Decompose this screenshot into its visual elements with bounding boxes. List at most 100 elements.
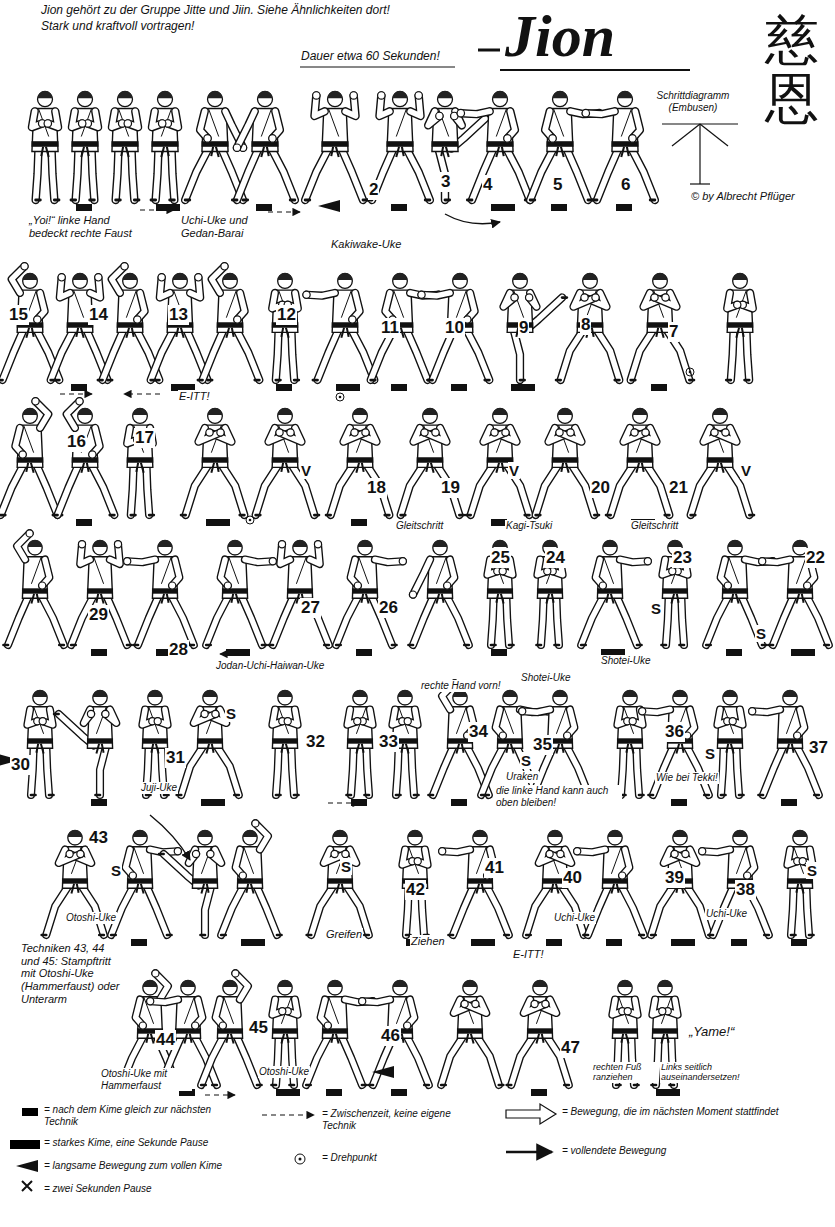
limb-fill <box>221 465 244 515</box>
hair <box>658 980 672 987</box>
head <box>408 831 422 845</box>
fist <box>44 120 51 127</box>
hair <box>133 408 148 415</box>
foot <box>520 379 525 382</box>
belt-tail <box>471 1034 474 1044</box>
limb-fill <box>461 111 490 114</box>
black-belt <box>202 457 229 463</box>
fist <box>629 718 636 725</box>
foot <box>507 1084 512 1087</box>
limb-fill <box>632 149 655 200</box>
belt-tail <box>626 1034 629 1044</box>
limb-outline <box>561 886 584 936</box>
foot <box>99 934 104 937</box>
belt-tail <box>661 328 664 338</box>
foot <box>709 934 714 937</box>
foot <box>71 644 76 647</box>
limb-fill <box>236 1036 257 1086</box>
head <box>328 981 342 995</box>
belt-tail <box>286 744 289 754</box>
dashed-arrow <box>262 1114 314 1115</box>
belt-tail <box>677 594 679 603</box>
belt-tail <box>511 744 514 754</box>
limb-fill <box>203 330 224 380</box>
foot <box>594 514 599 517</box>
head <box>493 92 508 107</box>
limb-fill <box>588 886 609 936</box>
fist <box>722 429 729 436</box>
hair <box>28 540 42 547</box>
timing-bar <box>651 384 667 391</box>
black-belt <box>31 141 58 147</box>
slow-triangle <box>16 1160 38 1172</box>
black-belt <box>487 588 513 593</box>
legend-text: = langsame Bewegung zum vollen Kime <box>44 1160 234 1172</box>
limb-outline <box>291 1036 294 1086</box>
karate-figure <box>691 408 754 515</box>
limb-fill <box>185 149 208 200</box>
belt-tail <box>627 147 629 156</box>
stance-letter: V <box>508 462 520 479</box>
black-belt <box>27 738 53 743</box>
belt-tail <box>87 463 89 472</box>
annotation: E-ITT! <box>178 390 211 403</box>
karate-figure <box>504 273 567 380</box>
black-belt <box>386 141 413 147</box>
karate-figure <box>726 273 753 380</box>
karate-figure <box>306 980 376 1085</box>
limb-outline <box>362 1000 390 1003</box>
limb-outline <box>366 465 389 515</box>
limb-outline <box>276 746 279 796</box>
hair <box>503 690 517 697</box>
hair <box>453 273 468 280</box>
black-belt <box>457 1028 483 1033</box>
limb-outline <box>471 465 494 515</box>
belt-tail <box>502 147 504 156</box>
belt-tail <box>402 147 404 156</box>
karate-figure <box>159 830 221 935</box>
head <box>328 92 343 107</box>
limb-outline <box>773 596 794 646</box>
limb-fill <box>171 596 194 646</box>
annotation: Stark und kraftvoll vortragen! <box>40 20 195 34</box>
timing-bar <box>781 799 797 806</box>
step-number: 5 <box>552 175 563 195</box>
limb-outline <box>530 149 553 200</box>
limb-fill <box>341 1036 362 1086</box>
fist <box>121 263 128 270</box>
head <box>293 541 307 555</box>
belt-tail <box>81 147 84 157</box>
hair <box>148 690 162 697</box>
belt-tail <box>77 884 79 893</box>
head <box>398 691 412 705</box>
black-belt <box>87 588 113 593</box>
belt-tail <box>347 328 349 337</box>
foot <box>680 644 685 647</box>
limb-outline <box>486 886 509 936</box>
timing-bar <box>656 1089 680 1096</box>
annotation: Wie bei Tekki! <box>655 772 719 784</box>
fist <box>444 582 451 589</box>
hair <box>23 408 38 415</box>
belt-tail <box>331 147 333 156</box>
belt-tail <box>211 147 213 156</box>
head <box>503 691 517 705</box>
fist <box>574 848 581 855</box>
limb-fill <box>411 746 414 796</box>
annotation: Jion gehört zu der Gruppe Jitte und Jiin… <box>40 4 391 18</box>
foot <box>234 794 239 797</box>
step-number: 6 <box>620 175 631 195</box>
limb-outline <box>596 330 619 380</box>
belt-tail <box>102 744 104 753</box>
limb-fill <box>596 330 619 380</box>
limb-fill <box>3 330 24 380</box>
foot <box>90 199 95 202</box>
limb-fill <box>245 560 273 563</box>
limb-outline <box>307 293 335 296</box>
hair <box>558 408 573 415</box>
limb-outline <box>276 330 279 380</box>
foot <box>392 644 397 647</box>
limb-fill <box>806 886 809 936</box>
limb-fill <box>237 149 258 200</box>
belt-tail <box>132 328 134 337</box>
